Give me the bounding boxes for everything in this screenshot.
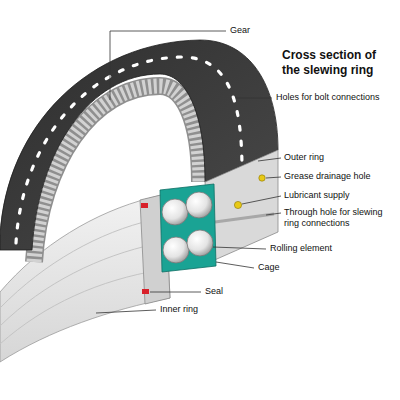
- inner-ring-groove: [0, 270, 160, 344]
- leader-line: [242, 196, 281, 204]
- ball: [163, 237, 189, 263]
- leader-line: [150, 292, 201, 293]
- inner-ring-groove: [0, 244, 155, 326]
- grease-hole: [259, 175, 265, 181]
- cage: [160, 184, 216, 272]
- part-label: Gear: [230, 25, 250, 36]
- part-label: Inner ring: [160, 304, 198, 315]
- part-label: Outer ring: [284, 152, 324, 163]
- part-label: Grease drainage hole: [284, 171, 371, 182]
- ball: [162, 199, 188, 225]
- leader-line: [266, 213, 281, 215]
- ball: [187, 230, 213, 256]
- leader-line: [216, 262, 254, 268]
- leader-line: [236, 98, 272, 99]
- diagram-title: Cross section of the slewing ring: [282, 48, 396, 78]
- seal: [142, 289, 149, 294]
- ball: [186, 192, 212, 218]
- leader-line: [110, 31, 226, 100]
- part-label: Seal: [205, 286, 223, 297]
- part-label: Through hole for slewing ring connection…: [284, 207, 396, 229]
- leader-line: [258, 158, 281, 161]
- outer-ring-band: [0, 40, 278, 250]
- leader-line: [213, 247, 266, 249]
- part-label: Holes for bolt connections: [276, 92, 380, 103]
- part-label: Rolling element: [270, 243, 332, 254]
- part-label: Cage: [258, 262, 280, 273]
- leader-line: [266, 177, 281, 178]
- outer-ring-section: [205, 150, 278, 262]
- leader-line: [96, 310, 156, 313]
- through-hole: [215, 214, 274, 222]
- seal: [141, 203, 148, 208]
- lubricant-fitting: [234, 201, 241, 208]
- part-label: Lubricant supply: [284, 190, 350, 201]
